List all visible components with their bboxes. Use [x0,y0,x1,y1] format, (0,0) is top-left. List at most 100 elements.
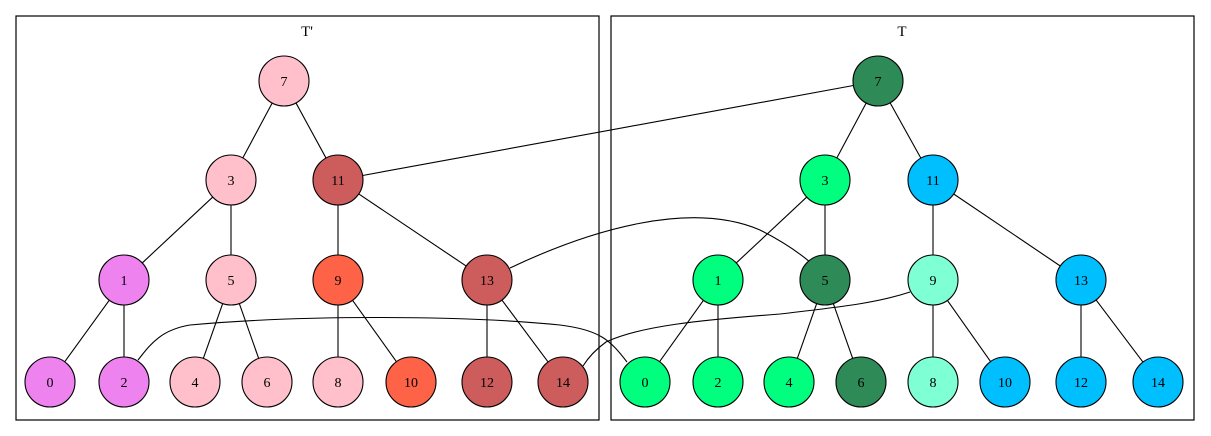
node-t1[interactable]: 1 [692,254,744,306]
node-t2-circle [692,356,744,408]
edge-t11-to-t13 [953,193,1061,267]
node-p5[interactable]: 5 [205,254,257,306]
cluster-tprime: T' [15,15,600,421]
node-p12-label: 12 [480,376,494,391]
node-t8-label: 8 [930,376,937,391]
node-p11[interactable]: 11 [312,154,364,206]
node-p4-label: 4 [192,376,199,391]
node-t12-label: 12 [1074,376,1088,391]
node-t4-label: 4 [786,376,793,391]
edges-layer [64,84,1144,367]
node-t6-label: 6 [858,376,865,391]
node-p12[interactable]: 12 [461,356,513,408]
edge-p13-to-t5 [509,217,811,269]
node-p13-label: 13 [480,274,494,289]
node-t2[interactable]: 2 [692,356,744,408]
edge-p13-to-p14 [501,299,549,363]
node-t5[interactable]: 5 [799,254,851,306]
node-t13-circle [1055,254,1107,306]
node-p1-circle [98,254,150,306]
edge-t13-to-t14 [1095,299,1144,363]
node-p3[interactable]: 3 [205,154,257,206]
node-p2-label: 2 [121,376,128,391]
edge-t9-to-p14 [582,291,911,367]
node-p6-label: 6 [264,376,271,391]
node-t10-circle [979,356,1031,408]
node-p9-label: 9 [335,274,342,289]
edge-p5-to-p6 [238,303,260,359]
node-t10[interactable]: 10 [979,356,1031,408]
node-p13-circle [461,254,513,306]
node-p9-circle [312,254,364,306]
cluster-tprime-box [15,15,600,421]
node-p4-circle [169,356,221,408]
node-t8[interactable]: 8 [907,356,959,408]
node-p4[interactable]: 4 [169,356,221,408]
node-p3-label: 3 [228,174,235,189]
node-t14-label: 14 [1151,376,1165,391]
node-p9[interactable]: 9 [312,254,364,306]
node-p14[interactable]: 14 [537,356,589,408]
node-t1-circle [692,254,744,306]
cluster-t-box [610,15,1195,421]
node-t7-label: 7 [875,75,882,90]
node-p7[interactable]: 7 [258,55,310,107]
node-p7-label: 7 [281,75,288,90]
node-t7[interactable]: 7 [852,55,904,107]
node-t0-circle [619,356,671,408]
edge-t5-to-t6 [832,303,854,359]
edge-p7-to-p3 [242,102,273,159]
node-t11[interactable]: 11 [907,154,959,206]
clusters-layer: T' T [15,15,1195,421]
node-t12[interactable]: 12 [1055,356,1107,408]
edge-t7-to-p11 [362,84,854,177]
cluster-t: T [610,15,1195,421]
edge-p5-to-p4 [202,303,224,359]
edge-t7-to-t11 [889,102,922,159]
node-p13[interactable]: 13 [461,254,513,306]
node-t6-circle [835,356,887,408]
node-p7-circle [258,55,310,107]
edge-t9-to-t10 [946,300,992,362]
node-t1-label: 1 [715,274,722,289]
node-p6[interactable]: 6 [241,356,293,408]
edge-t3-to-t1 [735,196,808,264]
node-p10-label: 10 [404,376,418,391]
edge-p9-to-p10 [352,300,397,362]
node-t14[interactable]: 14 [1132,356,1184,408]
node-p3-circle [205,154,257,206]
node-t12-circle [1055,356,1107,408]
node-t4-circle [763,356,815,408]
node-t0[interactable]: 0 [619,356,671,408]
node-p0-circle [24,356,76,408]
node-t3[interactable]: 3 [799,154,851,206]
node-t11-circle [907,154,959,206]
node-t5-circle [799,254,851,306]
edge-p11-to-p13 [358,193,467,267]
edge-t1-to-t0 [659,300,704,362]
node-t4[interactable]: 4 [763,356,815,408]
node-p11-circle [312,154,364,206]
node-p2[interactable]: 2 [98,356,150,408]
node-p8-label: 8 [335,376,342,391]
node-p0-label: 0 [47,376,54,391]
node-p1-label: 1 [121,274,128,289]
node-p8[interactable]: 8 [312,356,364,408]
node-p2-circle [98,356,150,408]
node-t6[interactable]: 6 [835,356,887,408]
node-t9[interactable]: 9 [907,254,959,306]
node-p8-circle [312,356,364,408]
node-t9-label: 9 [930,274,937,289]
node-p1[interactable]: 1 [98,254,150,306]
cluster-t-label: T [897,24,906,40]
node-p6-circle [241,356,293,408]
node-t9-circle [907,254,959,306]
node-p10[interactable]: 10 [385,356,437,408]
node-t7-circle [852,55,904,107]
node-p0[interactable]: 0 [24,356,76,408]
edge-p7-to-p11 [295,102,327,159]
node-t13[interactable]: 13 [1055,254,1107,306]
node-t3-label: 3 [822,174,829,189]
